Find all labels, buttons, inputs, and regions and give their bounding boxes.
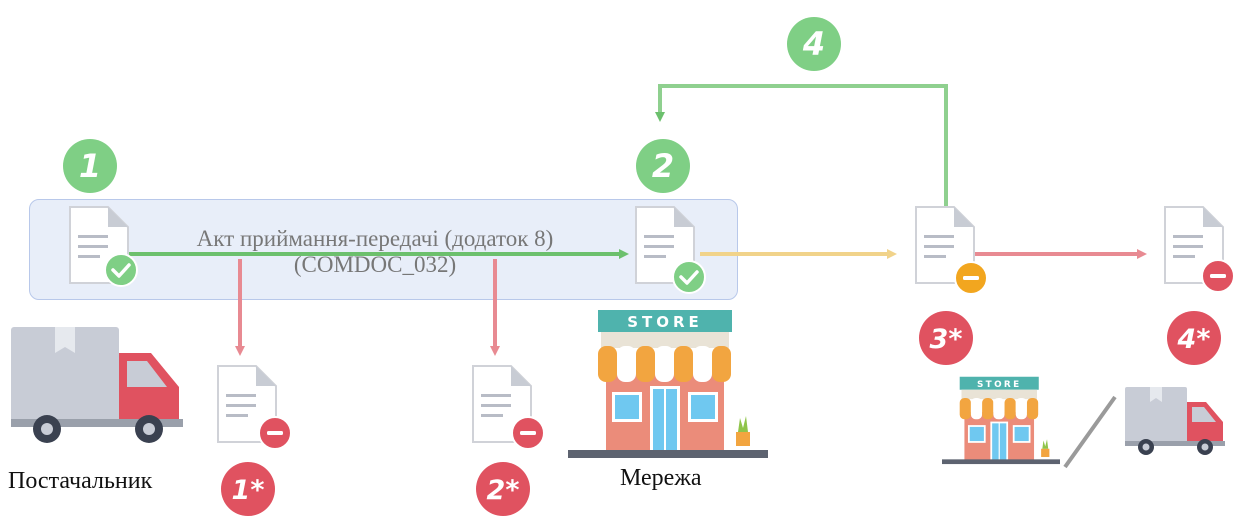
store-icon: STORE	[942, 376, 1060, 465]
step-badge-2: 2	[635, 138, 691, 199]
reject-badge-4-label: 4*	[1177, 324, 1211, 355]
minus-badge-icon	[511, 416, 545, 450]
reject-badge-3: 3*	[918, 310, 974, 371]
flow-title-line-1: Акт приймання-передачі (додаток 8)	[196, 226, 554, 251]
document-rejected-1	[216, 364, 292, 450]
check-badge-icon	[672, 260, 706, 294]
supplier-label: Постачальник	[8, 468, 153, 494]
store-icon: STORE	[568, 310, 768, 458]
minus-badge-icon	[1201, 259, 1235, 293]
step-badge-2-label: 2	[652, 147, 674, 185]
reject-badge-1-label: 1*	[232, 475, 265, 506]
flow-title: Акт приймання-передачі (додаток 8) (COMD…	[150, 226, 600, 278]
reject-badge-1: 1*	[220, 461, 276, 522]
truck-icon	[11, 327, 183, 443]
step-badge-4: 4	[786, 16, 842, 77]
document-rejected-2	[471, 364, 545, 450]
step-badge-1-label: 1	[79, 147, 101, 185]
document-icon	[915, 206, 975, 284]
step-badge-4-label: 4	[802, 25, 825, 63]
document-2	[634, 205, 706, 294]
minus-badge-icon	[258, 416, 292, 450]
reject-badge-3-label: 3*	[930, 324, 963, 355]
arrow-return	[655, 84, 948, 206]
flow-title-line-2: (COMDOC_032)	[293, 252, 457, 277]
document-1	[68, 205, 138, 290]
divider-slash	[1063, 395, 1117, 469]
check-badge-icon	[104, 253, 138, 287]
document-4	[1163, 205, 1235, 293]
store-sign-label: STORE	[627, 313, 703, 331]
reject-badge-2-label: 2*	[487, 475, 520, 506]
step-badge-1: 1	[62, 138, 118, 199]
truck-icon	[1125, 387, 1225, 455]
reject-badge-4: 4*	[1166, 310, 1222, 371]
document-3	[914, 205, 988, 295]
minus-badge-icon	[954, 261, 988, 295]
network-label: Мережа	[620, 465, 702, 491]
reject-badge-2: 2*	[475, 461, 531, 522]
store-sign-label: STORE	[977, 380, 1022, 390]
